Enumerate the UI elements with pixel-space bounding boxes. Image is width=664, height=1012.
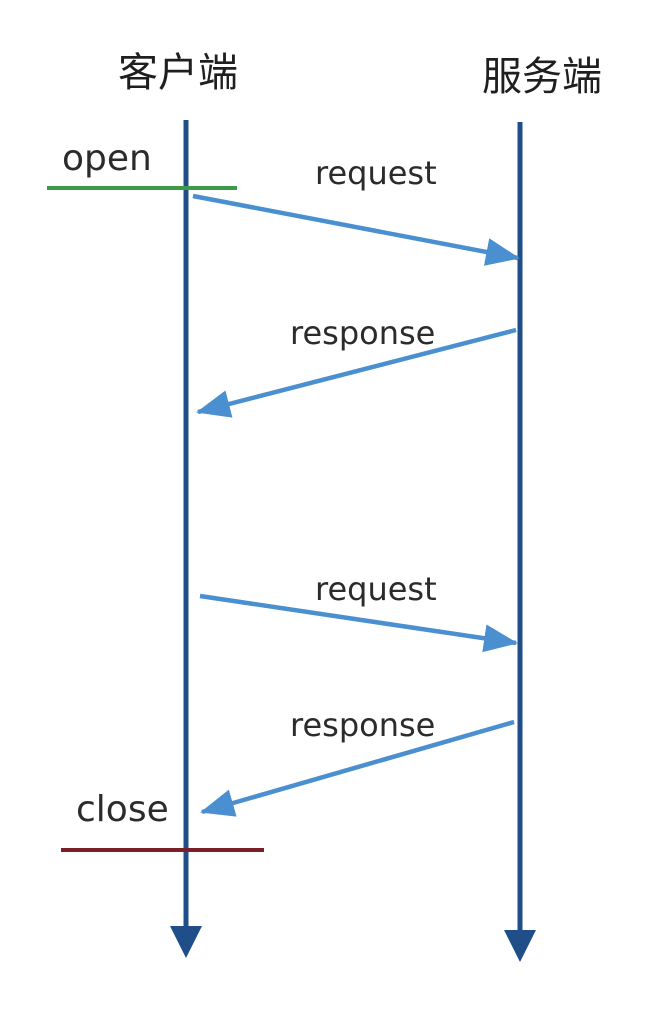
open-label: open: [62, 138, 152, 179]
server-lane-title: 服务端: [482, 54, 602, 100]
server-lifeline-arrowhead: [504, 930, 536, 962]
request-label-1: request: [315, 154, 437, 192]
request-arrow-2: [199, 593, 518, 653]
close-label: close: [76, 789, 169, 830]
client-lane-title: 客户端: [118, 50, 238, 96]
server-lifeline: [504, 122, 536, 962]
response-arrow-2: [200, 719, 515, 817]
client-lifeline-arrowhead: [170, 926, 202, 958]
request-arrow-1: [192, 193, 520, 266]
response-arrow-1: [196, 327, 517, 418]
client-lifeline: [170, 120, 202, 958]
response-label-2: response: [290, 706, 435, 744]
request-label-2: request: [315, 570, 437, 608]
response-label-1: response: [290, 314, 435, 352]
